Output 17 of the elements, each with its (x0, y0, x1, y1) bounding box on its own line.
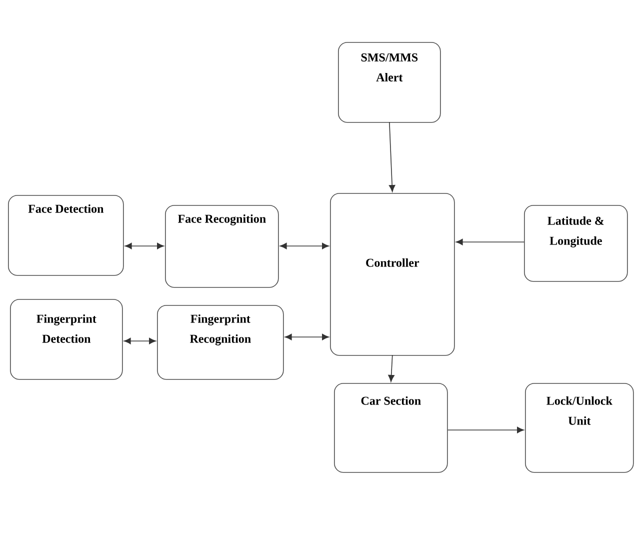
arrow (456, 238, 524, 246)
arrow (280, 242, 329, 250)
process-box: Fingerprint Detection (10, 298, 123, 380)
process-box: Fingerprint Recognition (157, 305, 284, 380)
process-box: Car Section (334, 382, 448, 473)
arrow (447, 426, 524, 434)
process-box: Controller (330, 192, 455, 356)
process-box: Latitude & Longitude (524, 204, 628, 282)
arrow (124, 338, 156, 344)
process-box: Lock/Unlock Unit (525, 382, 634, 473)
process-box: Face Recognition (165, 204, 279, 288)
arrow (388, 354, 394, 382)
arrow (284, 334, 329, 340)
process-box: Face Detection (8, 194, 124, 276)
arrow (388, 122, 396, 192)
arrow (124, 242, 164, 250)
process-box: SMS/MMS Alert (338, 42, 441, 123)
